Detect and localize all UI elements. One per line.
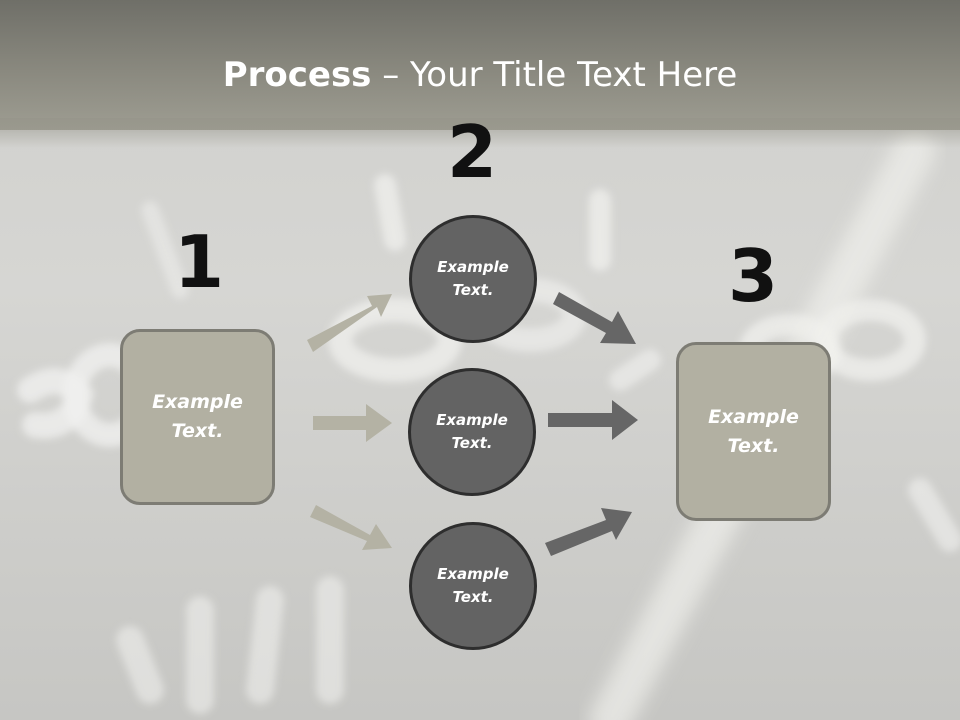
step-3-box[interactable]: Example Text. (676, 342, 831, 521)
slide-title: Process – Your Title Text Here (0, 52, 960, 98)
circle-bottom[interactable]: Example Text. (409, 522, 537, 650)
step-number-2: 2 (446, 110, 498, 194)
circle-middle[interactable]: Example Text. (408, 368, 536, 496)
title-bar (0, 0, 960, 130)
title-bar-fade (0, 118, 960, 148)
arrow-1-to-top (307, 294, 392, 352)
title-bold: Process (222, 55, 372, 95)
step-number-3: 3 (727, 234, 779, 318)
arrow-1-to-bottom (310, 505, 392, 550)
arrow-top-to-3 (553, 292, 636, 344)
step-3-text: Example Text. (708, 405, 799, 457)
step-1-box[interactable]: Example Text. (120, 329, 275, 505)
arrow-1-to-middle (313, 404, 392, 442)
circle-bottom-text: Example Text. (437, 565, 509, 606)
step-number-1: 1 (173, 220, 225, 304)
arrow-bottom-to-3 (545, 508, 632, 556)
step-1-text: Example Text. (152, 391, 243, 442)
circle-top[interactable]: Example Text. (409, 215, 537, 343)
title-rest: – Your Title Text Here (371, 55, 738, 95)
circle-middle-text: Example Text. (436, 411, 508, 452)
circle-top-text: Example Text. (437, 258, 509, 299)
arrow-middle-to-3 (548, 400, 638, 440)
